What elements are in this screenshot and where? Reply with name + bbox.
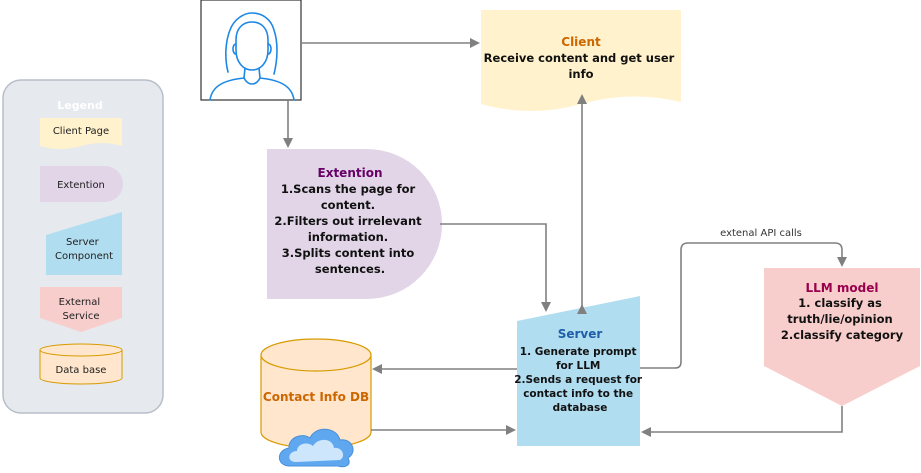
contact-db-title: Contact Info DB [263,390,369,404]
llm-shape [764,268,920,406]
contact-db-node: Contact Info DB [260,338,372,449]
extension-description: 1.Scans the page for content. 2.Filters … [274,182,425,276]
legend-swatch-extension [40,166,123,202]
server-shape [517,296,640,446]
contact-db-top [260,338,372,372]
legend-title: Legend [57,99,103,112]
edge-llm-to-server [641,406,843,437]
legend: Legend Client Page Extention Server Comp… [2,79,164,414]
legend-label-extension: Extention [57,180,105,191]
legend-label-external-service: External Service [59,297,104,322]
llm-description: 1. classify as truth/lie/opinion 2.class… [781,296,904,342]
legend-swatch-external-service [40,287,122,332]
legend-label-database: Data base [56,365,107,376]
legend-label-client-page: Client Page [53,126,109,137]
extension-node: Extention 1.Scans the page for content. … [267,149,442,299]
user-avatar-icon [200,0,302,101]
extension-shape [267,149,442,299]
edge-label-api-calls: extenal API calls [720,228,802,239]
server-title: Server [558,327,603,341]
legend-swatch-client-page [40,118,122,149]
server-node: Server 1. Generate prompt for LLM 2.Send… [514,296,646,446]
cloud-icon [278,428,354,468]
client-title: Client [561,35,601,49]
extension-title: Extention [318,166,383,180]
edge-server-to-llm [640,242,847,369]
legend-swatch-database [39,343,123,385]
llm-node: LLM model 1. classify as truth/lie/opini… [764,268,920,406]
edges [283,38,847,437]
legend-label-server-component: Server Component [55,237,113,262]
client-shape [481,10,681,111]
edge-extension-to-server [440,223,551,312]
llm-title: LLM model [805,281,878,295]
client-node: Client Receive content and get user info [481,10,681,111]
legend-swatch-server-component [46,212,122,275]
server-description: 1. Generate prompt for LLM 2.Sends a req… [514,346,646,414]
client-description: Receive content and get user info [484,51,679,81]
